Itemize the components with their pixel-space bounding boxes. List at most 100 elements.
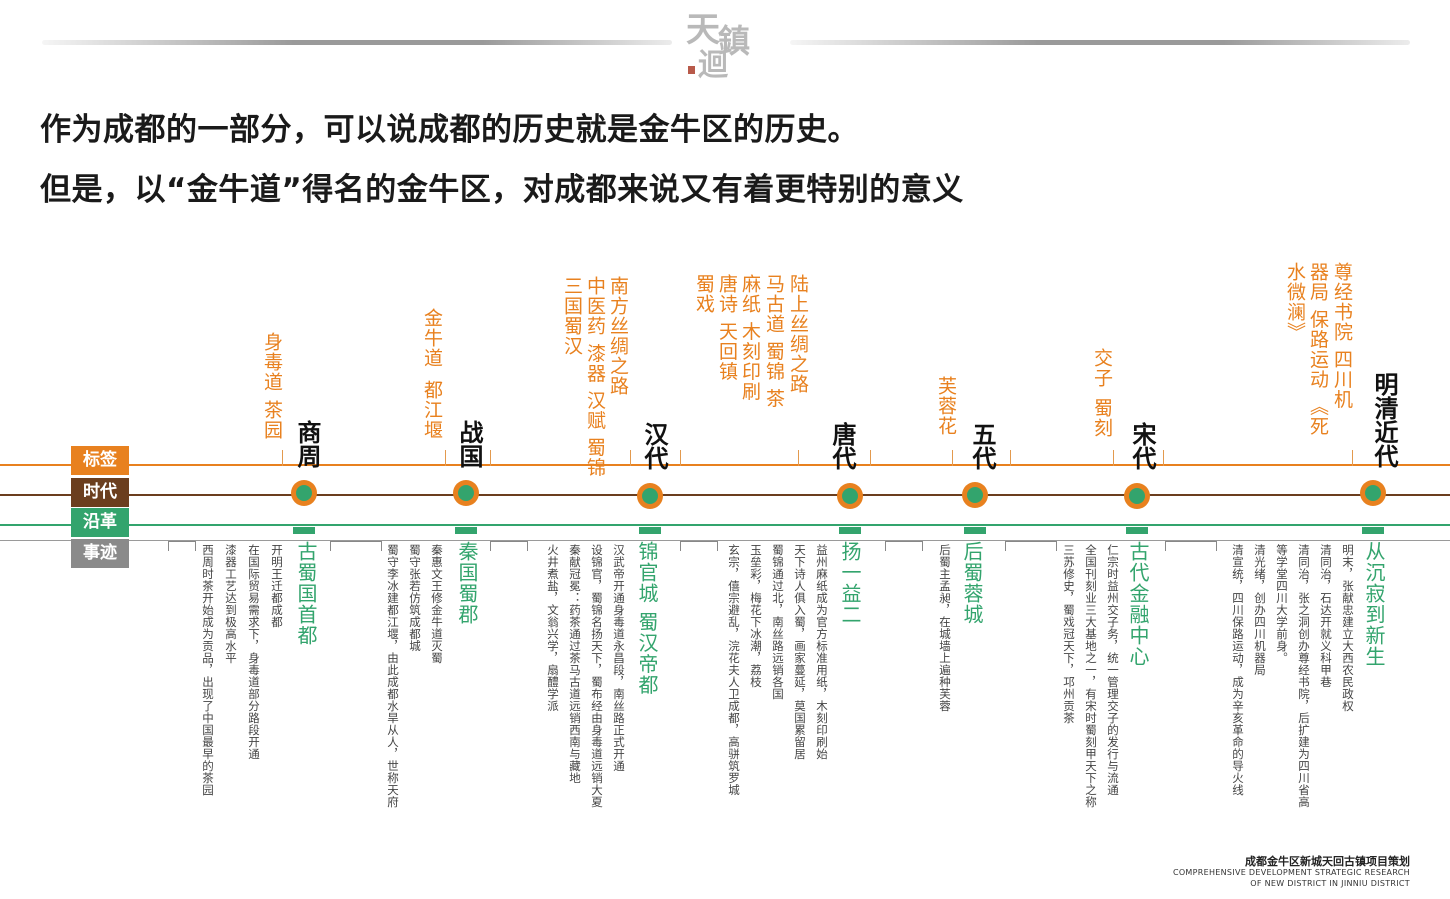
fact-column: 秦献冠冕：药茶通过茶马古道远销西南与藏地 xyxy=(568,544,582,784)
fact-column: 后蜀主孟昶，在城墙上遍种芙蓉 xyxy=(938,544,952,712)
tag-column: 芙蓉花 xyxy=(935,376,957,436)
fact-column: 全国刊刻业三大基地之一，有宋时蜀刻甲天下之称 xyxy=(1084,544,1098,808)
fact-column: 蜀守张若仿筑成都城 xyxy=(408,544,422,652)
fact-column: 玄宗，僖宗避乱，浣花夫人卫成都，高骈筑罗城 xyxy=(727,544,741,796)
footer-english-line-1: COMPREHENSIVE DEVELOPMENT STRATEGIC RESE… xyxy=(1172,868,1410,877)
logo-char: 迴 xyxy=(698,48,728,83)
facts-bracket xyxy=(330,541,382,551)
era-node xyxy=(291,480,317,506)
tianhui-logo: 天 鎮 迴 xyxy=(682,2,772,83)
tag-column: 南方丝绸之路 xyxy=(607,276,629,396)
tag-column: 茶园 xyxy=(261,400,283,440)
tag-separator xyxy=(680,450,681,466)
tag-column: 蜀刻 xyxy=(1091,398,1113,438)
logo-seal-icon xyxy=(688,66,695,74)
era-node xyxy=(637,483,663,509)
fact-column: 清同治，石达开就义科甲巷 xyxy=(1319,544,1333,688)
fact-column: 汉武帝开通身毒道永昌段，南丝路正式开通 xyxy=(612,544,626,772)
evolution-marker xyxy=(455,527,477,534)
facts-track xyxy=(0,540,1450,541)
era-node xyxy=(1360,480,1386,506)
header-rule-right xyxy=(790,40,1410,45)
evolution-marker xyxy=(1362,527,1384,534)
tag-separator xyxy=(1352,450,1353,466)
fact-column: 三苏修史，蜀戏冠天下，邛州贡茶 xyxy=(1062,544,1076,724)
legend-tag-label: 标签 xyxy=(71,446,129,475)
fact-column: 明末，张献忠建立大西农民政权 xyxy=(1341,544,1355,712)
evolution-marker xyxy=(964,527,986,534)
fact-column: 设锦官，蜀锦名扬天下，蜀布经由身毒道远销大夏 xyxy=(590,544,604,808)
evolution-track xyxy=(0,524,1450,526)
tag-column: 麻纸 木刻印刷 xyxy=(739,274,761,402)
fact-column: 清宣统，四川保路运动，成为辛亥革命的导火线 xyxy=(1231,544,1245,796)
fact-column: 玉垒彩，梅花下冰潮，荔枝 xyxy=(749,544,763,688)
facts-bracket xyxy=(490,541,528,551)
evolution-label: 秦国蜀郡 xyxy=(455,541,479,625)
evolution-label: 古代金融中心 xyxy=(1126,541,1150,667)
fact-column: 蜀守李冰建都江堰，由此成都水旱从人，世称天府 xyxy=(386,544,400,808)
fact-column: 天下诗人俱入蜀，画家蔓延，莫国累留居 xyxy=(793,544,807,760)
evolution-label: 后蜀蓉城 xyxy=(960,541,984,625)
fact-column: 火井煮盐，文翁兴学，扇醴学派 xyxy=(546,544,560,712)
evolution-marker xyxy=(1126,527,1148,534)
evolution-marker xyxy=(293,527,315,534)
fact-column: 仁宗时益州交子务，统一管理交子的发行与流通 xyxy=(1106,544,1120,796)
legend-era-label: 时代 xyxy=(71,478,129,507)
facts-bracket xyxy=(680,541,718,551)
era-label: 战国 xyxy=(455,420,483,468)
tag-column: 水微澜》 xyxy=(1284,262,1306,342)
era-node xyxy=(1124,483,1150,509)
fact-column: 蜀锦通过北，南丝路远销各国 xyxy=(771,544,785,700)
facts-bracket xyxy=(168,541,196,551)
tag-column: 陆上丝绸之路 xyxy=(787,274,809,394)
footer-project-title: 成都金牛区新城天回古镇项目策划 xyxy=(1245,855,1410,868)
tag-column: 身毒道 xyxy=(261,332,283,392)
footer-english-line-2: OF NEW DISTRICT IN JINNIU DISTRICT xyxy=(1250,879,1410,888)
tag-separator xyxy=(1163,450,1164,466)
tag-column: 器局 保路运动 《死 xyxy=(1307,262,1329,437)
tag-track xyxy=(0,464,1450,466)
era-label: 唐代 xyxy=(828,422,856,470)
evolution-label: 锦官城 蜀汉帝都 xyxy=(635,541,659,696)
evolution-marker xyxy=(839,527,861,534)
tag-separator xyxy=(445,450,446,466)
logo-char: 鎮 xyxy=(718,22,751,60)
fact-column: 秦惠文王修金牛道灭蜀 xyxy=(430,544,444,664)
fact-column: 清同治，张之洞创办尊经书院，后扩建为四川省高 xyxy=(1297,544,1311,808)
tag-separator xyxy=(952,450,953,466)
headline-line-2: 但是，以“金牛道”得名的金牛区，对成都来说又有着更特别的意义 xyxy=(40,172,964,208)
tag-column: 蜀戏 xyxy=(693,274,715,314)
tag-separator xyxy=(1010,450,1011,466)
fact-column: 清光绪，创办四川机器局 xyxy=(1253,544,1267,676)
evolution-label: 古蜀国首都 xyxy=(294,541,318,646)
fact-column: 漆器工艺达到极高水平 xyxy=(224,544,238,664)
era-label: 五代 xyxy=(968,422,996,470)
tag-column: 三国蜀汉 xyxy=(561,276,583,356)
fact-column: 西周时茶开始成为贡品，出现了中国最早的茶园 xyxy=(201,544,215,796)
facts-bracket xyxy=(1165,541,1217,551)
fact-column: 益州麻纸成为官方标准用纸，木刻印刷始 xyxy=(815,544,829,760)
tag-column: 马古道 蜀锦 茶 xyxy=(763,274,785,409)
tag-column: 唐诗 天回镇 xyxy=(716,274,738,382)
tag-separator xyxy=(1113,450,1114,466)
headline-line-1: 作为成都的一部分，可以说成都的历史就是金牛区的历史。 xyxy=(40,112,859,148)
era-track xyxy=(0,494,1450,496)
facts-bracket xyxy=(1005,541,1057,551)
era-node xyxy=(837,483,863,509)
tag-separator xyxy=(490,450,491,466)
tag-column: 中医药 漆器 汉赋 蜀锦 xyxy=(584,276,606,478)
tag-separator xyxy=(798,450,799,466)
tag-separator xyxy=(630,450,631,466)
era-label: 汉代 xyxy=(640,422,668,470)
facts-bracket xyxy=(885,541,923,551)
era-label: 宋代 xyxy=(1128,422,1156,470)
legend-evolution-label: 沿革 xyxy=(71,508,129,537)
era-node xyxy=(962,482,988,508)
evolution-marker xyxy=(639,527,661,534)
fact-column: 等学堂四川大学前身。 xyxy=(1275,544,1289,664)
tag-separator xyxy=(870,450,871,466)
era-label: 商周 xyxy=(293,420,321,468)
era-node xyxy=(453,480,479,506)
tag-column: 交子 xyxy=(1091,348,1113,388)
evolution-label: 扬一益二 xyxy=(838,541,862,625)
